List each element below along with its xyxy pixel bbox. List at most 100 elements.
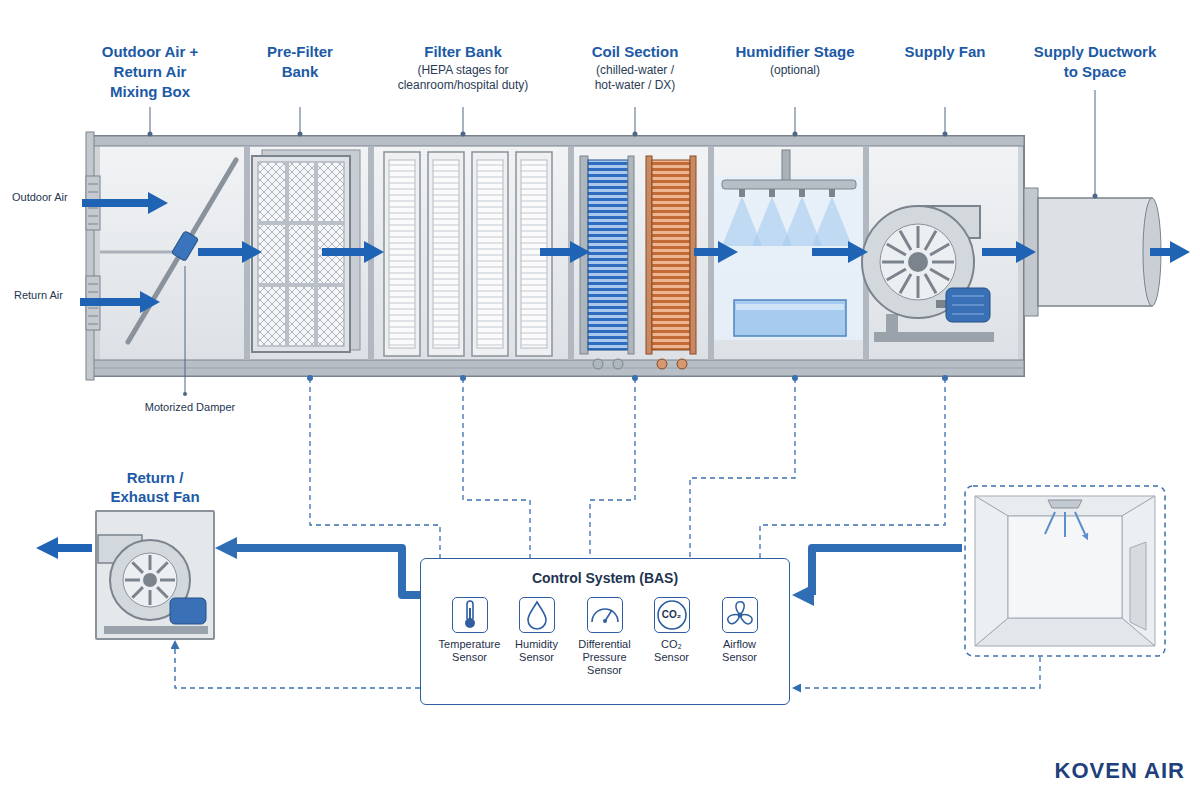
label-holder: Supply Fan <box>885 42 1005 62</box>
fan-blades <box>882 226 954 298</box>
section-heading: Coil Section <box>565 42 705 62</box>
icon-text: CO₂ <box>662 609 681 621</box>
hepa-cartridge <box>472 152 508 356</box>
mixing-divider <box>100 251 178 254</box>
fan-motor <box>946 288 990 322</box>
label-holder: Supply Ductwork to Space <box>1030 42 1160 82</box>
room-wall <box>1122 496 1155 646</box>
fan-hub <box>908 252 928 272</box>
return-duct-head <box>792 584 814 606</box>
section-heading: Pre-Filter Bank <box>255 42 345 82</box>
room-door <box>1130 542 1146 630</box>
coil-pipe <box>657 359 667 369</box>
part-label: Motorized Damper <box>125 400 255 414</box>
label-holder: Outdoor Air + Return Air Mixing Box <box>94 42 206 102</box>
section-heading: Outdoor Air + Return Air Mixing Box <box>94 42 206 102</box>
mist-zone <box>714 176 863 340</box>
section-heading: Humidifier Stage <box>715 42 875 62</box>
fan-box: Return / Exhaust Fan <box>95 510 215 640</box>
coil-header <box>646 156 652 354</box>
fan-motor <box>170 598 206 624</box>
label-holder: KOVEN AIR <box>985 758 1185 784</box>
sensor-icon-box <box>722 597 758 633</box>
label-holder: (chilled-water / hot-water / DX) <box>588 63 683 93</box>
airflow-arrow <box>812 241 868 263</box>
sensor-caption: Differential Pressure Sensor <box>571 638 639 677</box>
hepa-cartridge <box>384 152 420 356</box>
room-wall <box>975 496 1008 646</box>
leader-line <box>185 266 186 394</box>
sensor-icon-box: CO₂ <box>654 597 690 633</box>
fan-hub <box>143 573 157 587</box>
leader-dot <box>183 392 187 396</box>
section-heading: Supply Fan <box>885 42 1005 62</box>
housing-interior <box>100 146 1018 360</box>
signal-wire <box>175 649 420 688</box>
fan-support <box>886 314 898 334</box>
label-holder: Outdoor Air <box>12 190 82 204</box>
gauge-glyph <box>592 609 618 622</box>
sensor-caption: Humidity Sensor <box>503 638 571 664</box>
label-holder: (optional) <box>745 63 845 78</box>
coil-header <box>628 156 634 354</box>
airflow-arrow <box>694 241 738 263</box>
coil-pipe <box>593 359 603 369</box>
gas-glyph <box>658 601 686 629</box>
chilled-coil <box>588 160 628 350</box>
thermometer-column <box>469 608 471 620</box>
drop-glyph <box>528 602 546 629</box>
sensor-icon-box <box>452 597 488 633</box>
section-note: (chilled-water / hot-water / DX) <box>588 63 683 93</box>
sensor-icon-box <box>519 597 555 633</box>
label-holder: (HEPA stages for cleanroom/hospital duty… <box>383 63 543 93</box>
base-rail <box>92 360 1024 376</box>
airflow-arrow <box>1150 241 1190 263</box>
airflow-arrow <box>540 241 590 263</box>
label-holder: Return Air <box>14 288 78 302</box>
label-holder: Humidifier Stage <box>715 42 875 62</box>
airflow-arrow <box>982 241 1036 263</box>
top-rail <box>92 136 1024 146</box>
damper-actuator <box>171 231 198 262</box>
thermometer-glyph <box>467 601 473 619</box>
sensor-tile: CO₂ CO₂ Sensor <box>646 597 698 664</box>
brand-logo: KOVEN AIR <box>985 758 1185 784</box>
wiring-dots <box>307 375 948 381</box>
fan-glyph-blade <box>726 611 742 625</box>
water-tank <box>734 300 846 336</box>
fan-glyph-hub <box>738 613 743 618</box>
hepa-cartridge <box>428 152 464 356</box>
airflow-arrow <box>80 291 160 313</box>
panel-title: Control System (BAS) <box>421 559 789 587</box>
coil-pipe <box>677 359 687 369</box>
section-heading: Supply Ductwork to Space <box>1030 42 1160 82</box>
leader-lines <box>150 90 1095 196</box>
motor-fins <box>952 296 984 314</box>
fan-blades <box>125 555 175 605</box>
hepa-media <box>389 160 415 348</box>
spray-nozzles <box>739 189 835 197</box>
hepa-media <box>433 160 459 348</box>
room-signal-wire <box>801 657 1040 688</box>
sensor-tile: Temperature Sensor <box>436 597 504 664</box>
exhaust-arrow <box>36 537 92 559</box>
end-flange <box>86 132 94 380</box>
sensor-caption: CO₂ Sensor <box>646 638 698 664</box>
section-note: (optional) <box>745 63 845 78</box>
fan-glyph-blade <box>738 611 754 625</box>
control-panel: Control System (BAS) Temperature SensorHu… <box>420 558 790 705</box>
fan-wheel <box>880 224 956 300</box>
water-surface <box>736 304 844 310</box>
airflow-arrow <box>198 241 262 263</box>
section-heading: Filter Bank <box>383 42 543 62</box>
sensor-tile: Differential Pressure Sensor <box>571 597 639 677</box>
airflow-arrow <box>82 192 168 214</box>
sensor-icon-box <box>587 597 623 633</box>
connector-group <box>175 548 420 688</box>
fan-heading: Return / Exhaust Fan <box>105 468 205 506</box>
